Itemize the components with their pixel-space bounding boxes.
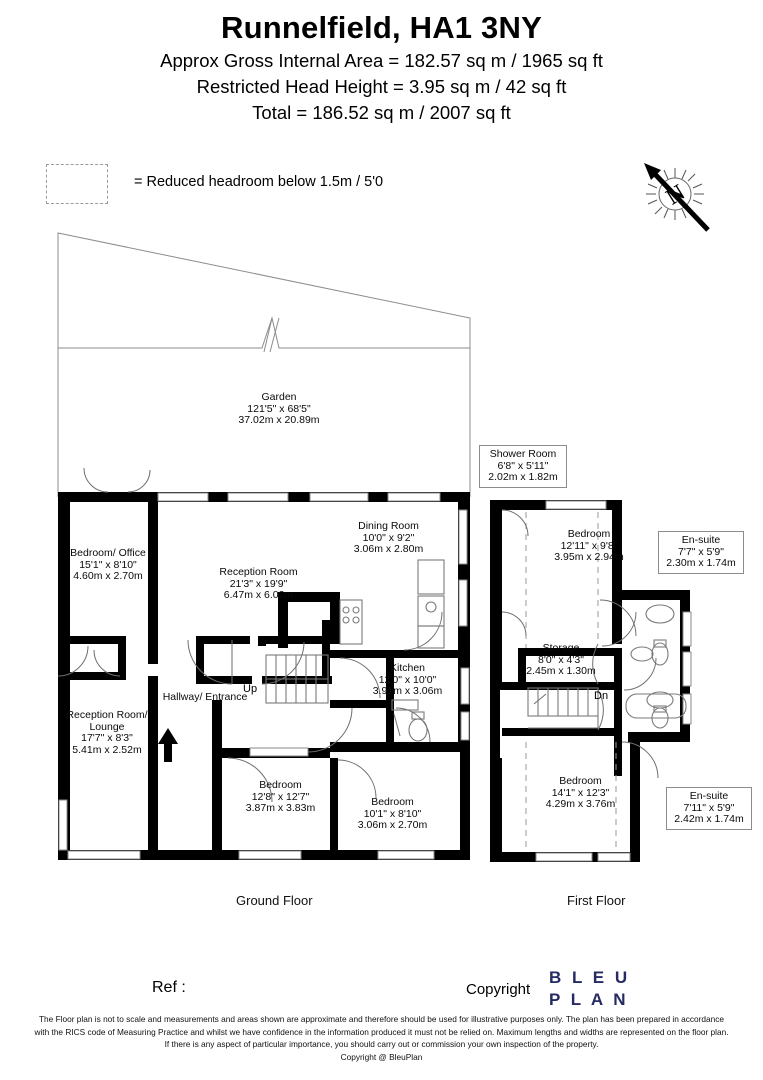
disclaimer-text: The Floor plan is not to scale and measu… bbox=[0, 1013, 763, 1063]
room-label-bedroom-office: Bedroom/ Office 15'1" x 8'10" 4.60m x 2.… bbox=[70, 547, 146, 583]
dashed-square-swatch-icon bbox=[46, 164, 108, 204]
window-group-first bbox=[535, 500, 692, 862]
garden-outline bbox=[57, 232, 471, 497]
room-label-bedroom-first-1: Bedroom 12'11" x 9'8" 3.95m x 2.94m bbox=[554, 528, 624, 564]
room-label-hallway-entrance: Hallway/ Entrance bbox=[162, 691, 248, 703]
reference-label: Ref : bbox=[152, 979, 186, 996]
ground-floor-caption: Ground Floor bbox=[236, 893, 313, 908]
first-floor-caption: First Floor bbox=[567, 893, 626, 908]
room-label-bedroom-first-2: Bedroom 14'1" x 12'3" 4.29m x 3.76m bbox=[545, 775, 616, 811]
room-label-garden: Garden 121'5" x 68'5" 37.02m x 20.89m bbox=[238, 391, 320, 427]
plan-header: Runnelfield, HA1 3NY Approx Gross Intern… bbox=[0, 8, 763, 126]
door-swing-group bbox=[57, 467, 443, 803]
room-label-bedroom-ground-1: Bedroom 12'8" x 12'7" 3.87m x 3.83m bbox=[245, 779, 316, 815]
ground-floor-plan bbox=[57, 467, 470, 860]
room-label-ensuite-1: En-suite 7'7" x 5'9" 2.30m x 1.74m bbox=[658, 531, 744, 574]
copyright-label: Copyright bbox=[466, 981, 531, 998]
room-label-dining-room: Dining Room 10'0" x 9'2" 3.06m x 2.80m bbox=[353, 520, 424, 556]
window-group bbox=[58, 492, 470, 860]
total-area-text: Total = 186.52 sq m / 2007 sq ft bbox=[252, 102, 511, 123]
room-label-ensuite-2: En-suite 7'11" x 5'9" 2.42m x 1.74m bbox=[666, 787, 752, 830]
disclaimer-line-1: The Floor plan is not to scale and measu… bbox=[38, 1014, 725, 1024]
room-label-storage: Storage 8'0" x 4'3" 2.45m x 1.30m bbox=[526, 642, 596, 678]
room-label-shower-room: Shower Room 6'8" x 5'11" 2.02m x 1.82m bbox=[479, 445, 567, 488]
room-label-reception-lounge: Reception Room/ Lounge 17'7" x 8'3" 5.41… bbox=[66, 709, 148, 756]
room-label-kitchen: Kitchen 12'0" x 10'0" 3.91m x 3.06m bbox=[372, 662, 443, 698]
bleuplan-logo: B L E U P L A N bbox=[549, 967, 659, 1011]
door-swing-group-first bbox=[501, 509, 659, 779]
legend: = Reduced headroom below 1.5m / 5'0 bbox=[46, 164, 476, 208]
stair-label-up: Up bbox=[243, 683, 258, 695]
logo-line-2: P L A N bbox=[549, 990, 629, 1009]
entrance-arrow-icon bbox=[158, 728, 178, 762]
first-floor-plan bbox=[490, 500, 692, 862]
stair-label-down: Dn bbox=[594, 690, 609, 702]
staircase-down bbox=[527, 687, 599, 729]
disclaimer-line-4: Copyright @ BleuPlan bbox=[340, 1051, 423, 1062]
room-label-bedroom-ground-2: Bedroom 10'1" x 8'10" 3.06m x 2.70m bbox=[357, 796, 428, 832]
logo-line-1: B L E U bbox=[549, 968, 631, 987]
kitchen-fixtures bbox=[339, 559, 445, 649]
disclaimer-line-2: with the RICS code of Measuring Practice… bbox=[34, 1026, 729, 1037]
reduced-headroom-lines bbox=[525, 512, 617, 852]
room-label-reception-room: Reception Room 21'3" x 19'9" 6.47m x 6.0… bbox=[219, 566, 298, 602]
bathroom-fixtures bbox=[625, 604, 687, 729]
staircase-up bbox=[265, 654, 329, 704]
gross-internal-area-text: Approx Gross Internal Area = 182.57 sq m… bbox=[160, 50, 603, 71]
restricted-head-height-text: Restricted Head Height = 3.95 sq m / 42 … bbox=[196, 76, 567, 97]
north-compass-icon: N bbox=[630, 152, 720, 244]
disclaimer-line-3: If there is any aspect of particular imp… bbox=[164, 1039, 599, 1050]
wc-fixtures bbox=[391, 699, 428, 742]
page-title: Runnelfield, HA1 3NY bbox=[221, 10, 542, 45]
legend-label: = Reduced headroom below 1.5m / 5'0 bbox=[134, 174, 384, 190]
